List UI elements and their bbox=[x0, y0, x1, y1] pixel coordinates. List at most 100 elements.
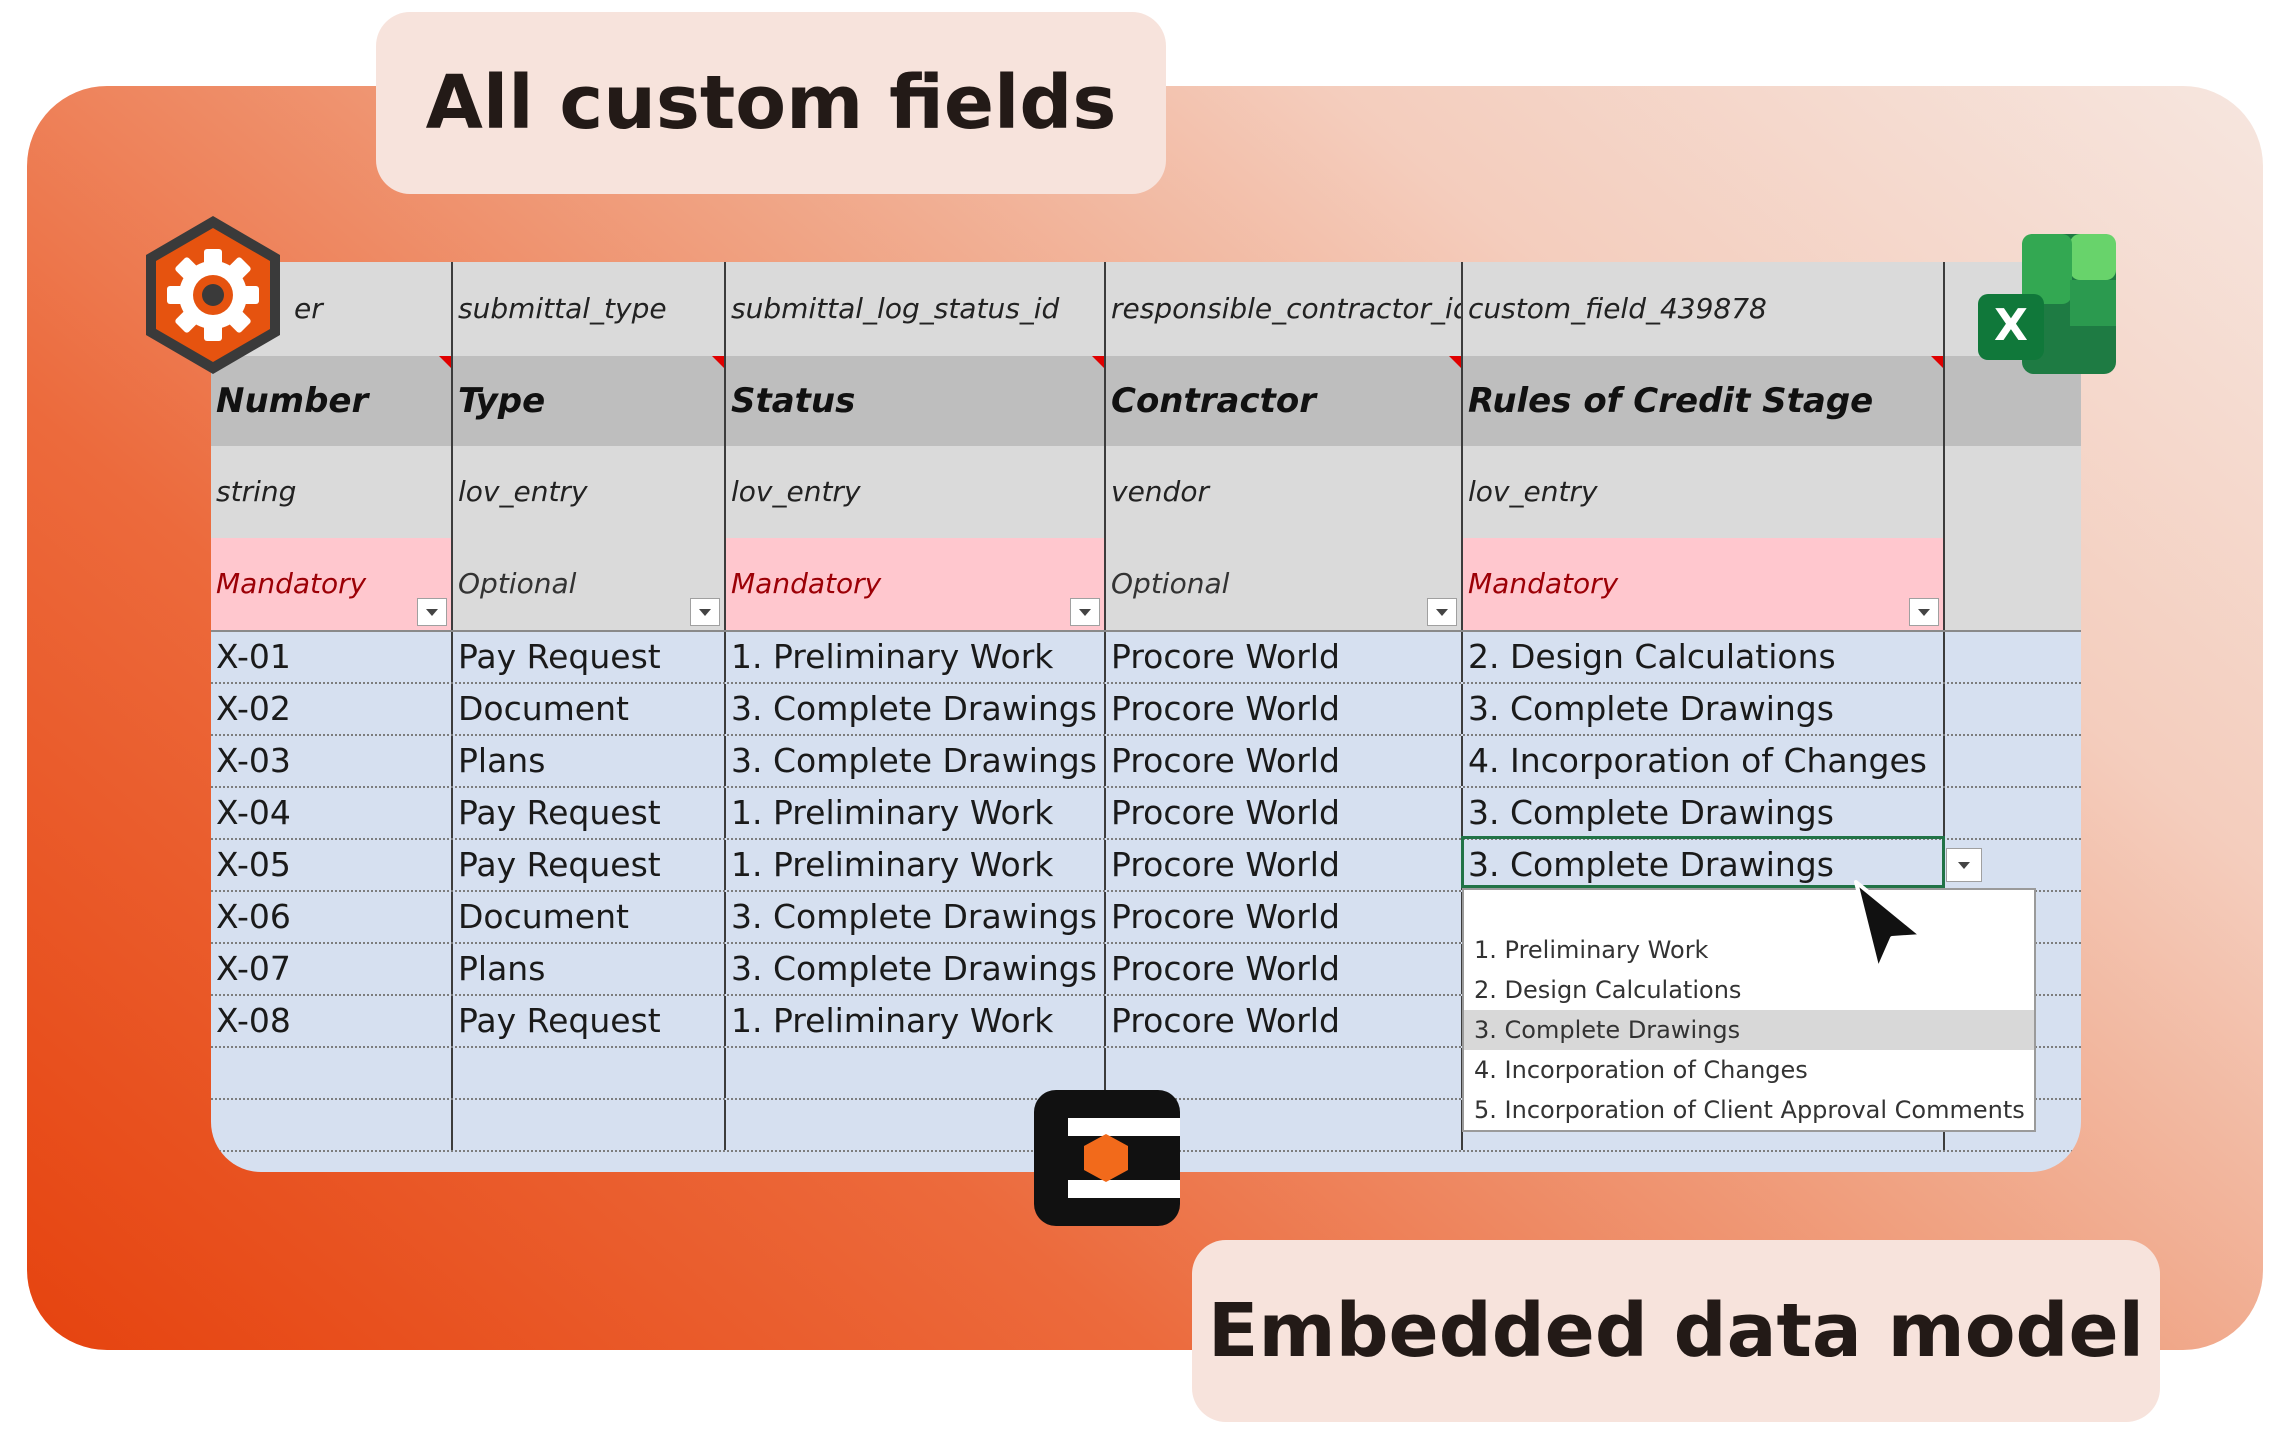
dropdown-option[interactable]: 4. Incorporation of Changes bbox=[1474, 1056, 1808, 1084]
type-cell[interactable] bbox=[1945, 446, 2081, 538]
cell-type[interactable]: Plans bbox=[453, 944, 726, 994]
header-cell-contractor[interactable]: Contractor bbox=[1106, 356, 1463, 446]
cell-type[interactable]: Document bbox=[453, 892, 726, 942]
cell-status[interactable]: 3. Complete Drawings bbox=[726, 684, 1106, 734]
dropdown-option[interactable]: 2. Design Calculations bbox=[1474, 976, 1742, 1004]
type-cell[interactable]: vendor bbox=[1106, 446, 1463, 538]
type-cell[interactable]: lov_entry bbox=[726, 446, 1106, 538]
list-validation-dropdown[interactable]: 1. Preliminary Work 2. Design Calculatio… bbox=[1462, 888, 2036, 1132]
header-cell-number[interactable]: Number bbox=[211, 356, 453, 446]
cell-type[interactable]: Pay Request bbox=[453, 840, 726, 890]
requirement-label: Mandatory bbox=[1468, 567, 1619, 600]
header-label: Contractor bbox=[1111, 381, 1317, 421]
cell-contractor[interactable]: Procore World bbox=[1106, 632, 1463, 682]
filter-dropdown-button[interactable] bbox=[417, 598, 447, 626]
cell-extra[interactable] bbox=[1945, 736, 2081, 786]
cell-status[interactable]: 1. Preliminary Work bbox=[726, 840, 1106, 890]
cell-contractor[interactable]: Procore World bbox=[1106, 736, 1463, 786]
dropdown-option-selected[interactable]: 3. Complete Drawings bbox=[1464, 1010, 2034, 1050]
requirement-cell[interactable]: Mandatory bbox=[211, 538, 453, 630]
header-cell-status[interactable]: Status bbox=[726, 356, 1106, 446]
cell-number[interactable]: X-03 bbox=[211, 736, 453, 786]
header-cell-rules-of-credit-stage[interactable]: Rules of Credit Stage bbox=[1463, 356, 1945, 446]
api-cell-number[interactable]: er bbox=[211, 262, 453, 356]
cell-contractor[interactable]: Procore World bbox=[1106, 944, 1463, 994]
cell-status[interactable] bbox=[726, 1048, 1106, 1098]
filter-dropdown-button[interactable] bbox=[1427, 598, 1457, 626]
header-label: Type bbox=[458, 381, 546, 421]
cell-number[interactable] bbox=[211, 1048, 453, 1098]
cell-rules-of-credit-stage[interactable]: 4. Incorporation of Changes bbox=[1463, 736, 1945, 786]
cell-contractor[interactable]: Procore World bbox=[1106, 996, 1463, 1046]
cell-status[interactable]: 3. Complete Drawings bbox=[726, 736, 1106, 786]
cell-extra[interactable] bbox=[1945, 684, 2081, 734]
cell-dropdown-button[interactable] bbox=[1946, 848, 1982, 882]
cell-type[interactable]: Plans bbox=[453, 736, 726, 786]
cell-type[interactable] bbox=[453, 1048, 726, 1098]
cell-number[interactable]: X-07 bbox=[211, 944, 453, 994]
svg-text:X: X bbox=[1994, 300, 2028, 351]
mouse-cursor-icon bbox=[1854, 880, 1924, 972]
dropdown-option[interactable]: 5. Incorporation of Client Approval Comm… bbox=[1474, 1096, 2025, 1124]
api-cell-number-text: er bbox=[294, 292, 323, 325]
cell-rules-of-credit-stage[interactable]: 3. Complete Drawings bbox=[1463, 684, 1945, 734]
cell-status[interactable]: 1. Preliminary Work bbox=[726, 996, 1106, 1046]
requirement-cell[interactable] bbox=[1945, 538, 2081, 630]
api-cell[interactable]: responsible_contractor_id bbox=[1106, 262, 1463, 356]
cell-contractor[interactable]: Procore World bbox=[1106, 788, 1463, 838]
cell-contractor[interactable]: Procore World bbox=[1106, 892, 1463, 942]
cell-extra[interactable] bbox=[1945, 788, 2081, 838]
header-cell-type[interactable]: Type bbox=[453, 356, 726, 446]
cell-contractor[interactable]: Procore World bbox=[1106, 840, 1463, 890]
requirement-label: Mandatory bbox=[731, 567, 882, 600]
cell-number[interactable]: X-08 bbox=[211, 996, 453, 1046]
cell-extra[interactable] bbox=[1945, 632, 2081, 682]
type-cell[interactable]: lov_entry bbox=[1463, 446, 1945, 538]
api-cell[interactable]: submittal_type bbox=[453, 262, 726, 356]
cell-number[interactable]: X-01 bbox=[211, 632, 453, 682]
cell-type[interactable]: Document bbox=[453, 684, 726, 734]
cell-number[interactable] bbox=[211, 1100, 453, 1150]
filter-dropdown-button[interactable] bbox=[1070, 598, 1100, 626]
requirement-cell[interactable]: Optional bbox=[453, 538, 726, 630]
api-cell[interactable]: custom_field_439878 bbox=[1463, 262, 1945, 356]
cell-rules-of-credit-stage[interactable]: 3. Complete Drawings bbox=[1463, 840, 1945, 890]
requirement-cell[interactable]: Mandatory bbox=[726, 538, 1106, 630]
callout-embedded-data-model: Embedded data model bbox=[1192, 1240, 2160, 1422]
filter-dropdown-button[interactable] bbox=[1909, 598, 1939, 626]
field-name-row: Number Type Status Contractor Rules of C… bbox=[211, 356, 2081, 448]
cell-type[interactable]: Pay Request bbox=[453, 788, 726, 838]
type-cell[interactable]: lov_entry bbox=[453, 446, 726, 538]
cell-rules-of-credit-stage[interactable]: 3. Complete Drawings bbox=[1463, 788, 1945, 838]
cell-type[interactable] bbox=[453, 1100, 726, 1150]
cell-rules-of-credit-stage[interactable]: 2. Design Calculations bbox=[1463, 632, 1945, 682]
cell-type[interactable]: Pay Request bbox=[453, 632, 726, 682]
active-cell-selection[interactable] bbox=[1461, 836, 1945, 888]
cell-type[interactable]: Pay Request bbox=[453, 996, 726, 1046]
cell-number[interactable]: X-04 bbox=[211, 788, 453, 838]
cell-status[interactable]: 3. Complete Drawings bbox=[726, 944, 1106, 994]
cell-contractor[interactable]: Procore World bbox=[1106, 684, 1463, 734]
cell-number[interactable]: X-05 bbox=[211, 840, 453, 890]
requirement-label: Optional bbox=[458, 567, 577, 600]
requirement-cell[interactable]: Optional bbox=[1106, 538, 1463, 630]
type-cell[interactable]: string bbox=[211, 446, 453, 538]
cell-status[interactable]: 3. Complete Drawings bbox=[726, 892, 1106, 942]
cell-number[interactable]: X-06 bbox=[211, 892, 453, 942]
dropdown-option[interactable]: 1. Preliminary Work bbox=[1474, 936, 1709, 964]
api-cell[interactable]: submittal_log_status_id bbox=[726, 262, 1106, 356]
requirement-label: Optional bbox=[1111, 567, 1230, 600]
requirement-label: Mandatory bbox=[216, 567, 367, 600]
spreadsheet: er submittal_type submittal_log_status_i… bbox=[211, 262, 2081, 1172]
cell-status[interactable]: 1. Preliminary Work bbox=[726, 632, 1106, 682]
cell-number[interactable]: X-02 bbox=[211, 684, 453, 734]
api-name-row: er submittal_type submittal_log_status_i… bbox=[211, 262, 2081, 358]
cell-status[interactable]: 1. Preliminary Work bbox=[726, 788, 1106, 838]
filter-dropdown-button[interactable] bbox=[690, 598, 720, 626]
requirement-cell[interactable]: Mandatory bbox=[1463, 538, 1945, 630]
comment-indicator bbox=[439, 356, 451, 370]
callout-all-custom-fields: All custom fields bbox=[376, 12, 1166, 194]
